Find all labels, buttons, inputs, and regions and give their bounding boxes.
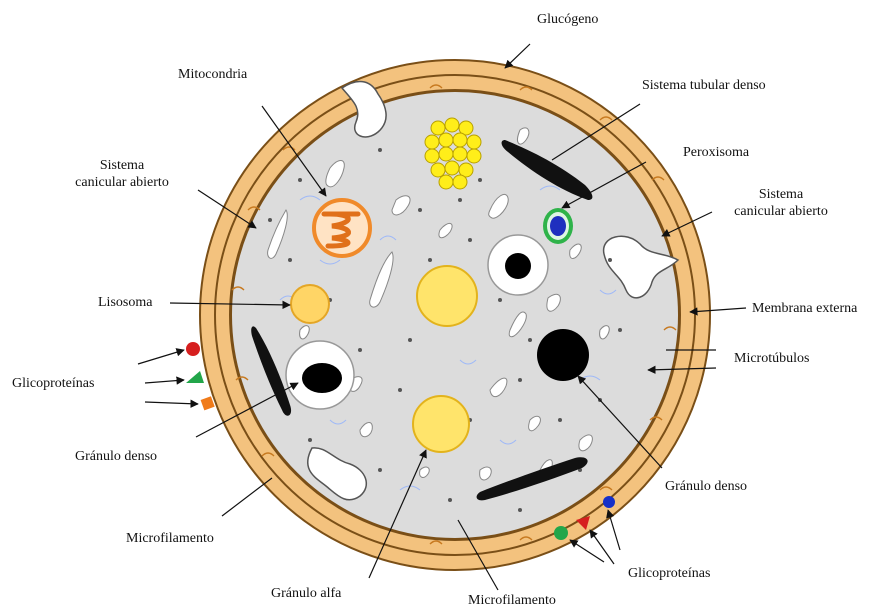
- label-glicoproteinas-right: Glicoproteínas: [628, 565, 710, 582]
- label-sistema-canicular-right: Sistema canicular abierto: [716, 186, 846, 220]
- dense-granule-top: [488, 235, 548, 295]
- label-microfilamento-bottom: Microfilamento: [468, 592, 556, 609]
- alpha-granule-center: [417, 266, 477, 326]
- label-mitocondria: Mitocondria: [178, 66, 247, 83]
- label-sistema-canicular-left: Sistema canicular abierto: [52, 157, 192, 191]
- label-microfilamento-left: Microfilamento: [126, 530, 214, 547]
- lysosome: [291, 285, 329, 323]
- alpha-granule: [413, 396, 469, 452]
- label-sistema-canicular-right-line1: Sistema: [716, 186, 846, 203]
- label-granulo-denso-right: Gránulo denso: [665, 478, 747, 495]
- mitochondria: [314, 200, 370, 256]
- dense-granule-right: [537, 329, 589, 381]
- label-glicoproteinas-left: Glicoproteínas: [12, 375, 94, 392]
- peroxisome: [543, 208, 573, 244]
- dense-granule-left: [286, 341, 354, 409]
- label-microtubulos: Microtúbulos: [734, 350, 809, 367]
- label-glucogeno: Glucógeno: [537, 11, 598, 28]
- label-granulo-alfa: Gránulo alfa: [271, 585, 341, 602]
- label-sistema-canicular-left-line2: canicular abierto: [52, 174, 192, 191]
- label-membrana-externa: Membrana externa: [752, 300, 857, 317]
- label-peroxisoma: Peroxisoma: [683, 144, 749, 161]
- label-sistema-canicular-right-line2: canicular abierto: [716, 203, 846, 220]
- label-granulo-denso-left: Gránulo denso: [75, 448, 157, 465]
- label-lisosoma: Lisosoma: [98, 294, 152, 311]
- label-sistema-canicular-left-line1: Sistema: [52, 157, 192, 174]
- label-sistema-tubular-denso: Sistema tubular denso: [642, 77, 766, 94]
